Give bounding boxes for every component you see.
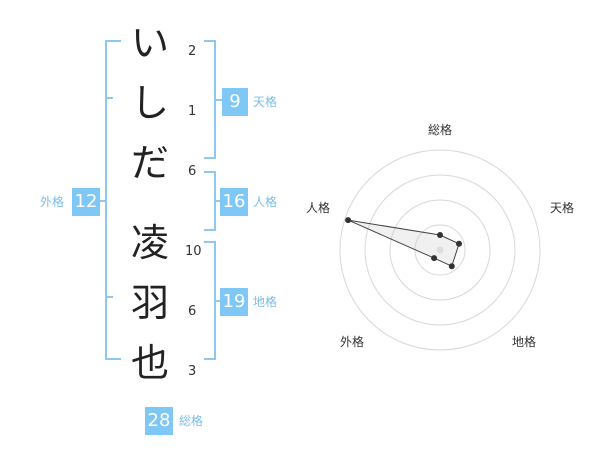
name-char-5: 羽 bbox=[130, 281, 169, 325]
name-char-6: 也 bbox=[130, 341, 169, 385]
chikaku-bracket-tick bbox=[214, 300, 222, 302]
stroke-count-3: 6 bbox=[188, 164, 197, 179]
tenkaku-label: 天格 bbox=[253, 95, 278, 109]
stroke-count-4: 10 bbox=[185, 244, 202, 259]
tenkaku-badge: 9 bbox=[222, 88, 248, 116]
radar-point-3 bbox=[448, 263, 455, 270]
radar-axis-label-tenkaku: 天格 bbox=[550, 200, 574, 215]
radar-polygon bbox=[347, 219, 460, 267]
radar-ring-2 bbox=[389, 199, 491, 301]
radar-axis-label-jinkaku: 人格 bbox=[306, 200, 330, 215]
radar-points bbox=[345, 217, 462, 270]
gaikaku-bracket bbox=[105, 40, 121, 360]
radar-point-5 bbox=[345, 217, 352, 224]
radar-ring-3 bbox=[364, 174, 516, 326]
bracket-mark-upper bbox=[105, 97, 113, 99]
radar-axis-label-gaikaku: 外格 bbox=[340, 334, 364, 349]
soukaku-label: 総格 bbox=[179, 414, 204, 428]
gaikaku-badge: 12 bbox=[72, 188, 100, 216]
stroke-count-2: 1 bbox=[188, 104, 197, 119]
radar-axis-label-chikaku: 地格 bbox=[512, 334, 536, 349]
name-char-3: だ bbox=[130, 141, 169, 185]
stroke-count-6: 3 bbox=[188, 364, 197, 379]
gaikaku-label: 外格 bbox=[40, 195, 65, 209]
tenkaku-bracket-tick bbox=[214, 99, 222, 101]
bracket-mark-lower bbox=[105, 296, 113, 298]
chikaku-label: 地格 bbox=[253, 295, 278, 309]
radar-point-4 bbox=[431, 255, 438, 262]
radar-rings bbox=[339, 149, 541, 351]
name-char-1: い bbox=[130, 21, 169, 65]
name-char-2: し bbox=[130, 81, 169, 125]
radar-point-1 bbox=[437, 232, 443, 238]
name-char-4: 凌 bbox=[130, 221, 169, 265]
stroke-count-5: 6 bbox=[188, 304, 197, 319]
chikaku-badge: 19 bbox=[220, 288, 248, 316]
stroke-count-1: 2 bbox=[188, 44, 197, 59]
soukaku-badge: 28 bbox=[145, 407, 173, 435]
jinkaku-label: 人格 bbox=[253, 195, 278, 209]
jinkaku-bracket-tick bbox=[214, 200, 222, 202]
jinkaku-badge: 16 bbox=[220, 188, 248, 216]
radar-axis-label-souk: 総格 bbox=[428, 122, 452, 137]
radar-center-dot bbox=[436, 246, 444, 254]
radar-point-2 bbox=[456, 240, 462, 247]
gaikaku-bracket-tick bbox=[97, 200, 105, 202]
radar-ring-4 bbox=[339, 149, 541, 351]
